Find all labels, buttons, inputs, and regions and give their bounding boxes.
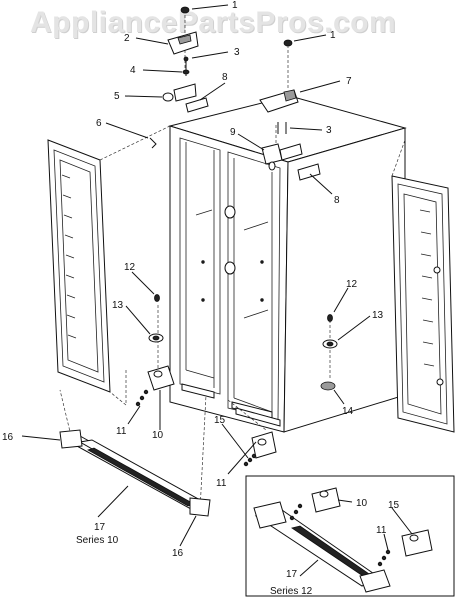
- door-closer-cam-right: [322, 339, 338, 349]
- callout-12-left: 12: [124, 262, 136, 273]
- hinge-shim-left: [185, 97, 209, 113]
- callout-7: 7: [346, 76, 352, 87]
- freezer-opening: [179, 137, 221, 395]
- cabinet-port-lower: [224, 261, 236, 275]
- hinge-bushing-left: [162, 83, 197, 102]
- cabinet-port-upper: [224, 205, 236, 219]
- series-10-label: Series 10: [76, 535, 119, 546]
- callout-leaders: [21, 4, 413, 577]
- callout-8-right: 8: [334, 195, 340, 206]
- grille-end-cap-right: [189, 497, 211, 517]
- callout-11-left: 11: [116, 426, 127, 437]
- callout-16-left: 16: [2, 432, 14, 443]
- callout-13-left: 13: [112, 300, 124, 311]
- callout-17-series-12: 17: [286, 569, 298, 580]
- hinge-pin-left: [182, 56, 190, 76]
- door-stop-6: [149, 137, 157, 149]
- callout-5: 5: [114, 91, 120, 102]
- callout-3-right: 3: [326, 125, 332, 136]
- callout-16-right: 16: [172, 548, 184, 559]
- series-12-label: Series 12: [270, 586, 313, 597]
- alignment-guides: [59, 10, 406, 511]
- callout-4: 4: [130, 65, 136, 76]
- grille-end-cap-left: [59, 429, 83, 449]
- callout-17-series-10: 17: [94, 522, 106, 533]
- watermark: AppliancePartsPros.com: [30, 6, 397, 39]
- top-hinge-right: [259, 89, 299, 113]
- callout-12-right: 12: [346, 279, 358, 290]
- callout-1-top-left: 1: [232, 0, 238, 11]
- callout-1-top-right: 1: [330, 30, 336, 41]
- left-door-freezer: [47, 139, 111, 393]
- right-door-gasket-pattern: [419, 209, 435, 367]
- callout-11-right: 11: [216, 478, 227, 489]
- right-door-fresh-food: [391, 175, 455, 433]
- door-closer-screw-left: [154, 294, 160, 302]
- callout-8-left: 8: [222, 72, 228, 83]
- bottom-hinge-series-12-right: [377, 529, 433, 567]
- bottom-hinge-right: [243, 431, 277, 467]
- callout-14: 14: [342, 406, 354, 417]
- callout-9: 9: [230, 127, 236, 138]
- callout-2: 2: [124, 33, 130, 44]
- door-closer-screw-right: [327, 314, 333, 322]
- hinge-screw-top-left: [180, 6, 190, 14]
- top-hinge-left: [167, 31, 199, 55]
- hinge-shim-right: [279, 143, 321, 181]
- callout-labels: 1 1 2 3 3 4 5 6 7 8 8 9 10 10 11 11 11 1…: [2, 0, 400, 597]
- left-door-gasket-pattern: [61, 174, 77, 339]
- callout-3-left: 3: [234, 47, 240, 58]
- callout-6: 6: [96, 118, 102, 129]
- callout-10-inset: 10: [356, 498, 368, 509]
- callout-10-main: 10: [152, 430, 164, 441]
- toe-grille-series-10: [59, 429, 211, 517]
- callout-11-inset: 11: [376, 525, 387, 536]
- refrigerator-cabinet: [168, 95, 407, 433]
- callout-13-right: 13: [372, 310, 384, 321]
- hinge-screw-top-right: [283, 39, 293, 47]
- hinge-pin-right: [277, 122, 287, 134]
- door-closer-cam-left: [148, 333, 164, 343]
- series-12-inset: [245, 475, 455, 597]
- callout-15-inset: 15: [388, 500, 400, 511]
- bottom-hinge-series-12-left: [289, 487, 341, 521]
- hinge-washer-14: [320, 381, 336, 391]
- bottom-hinge-left: [135, 365, 175, 407]
- callout-15-main: 15: [214, 415, 226, 426]
